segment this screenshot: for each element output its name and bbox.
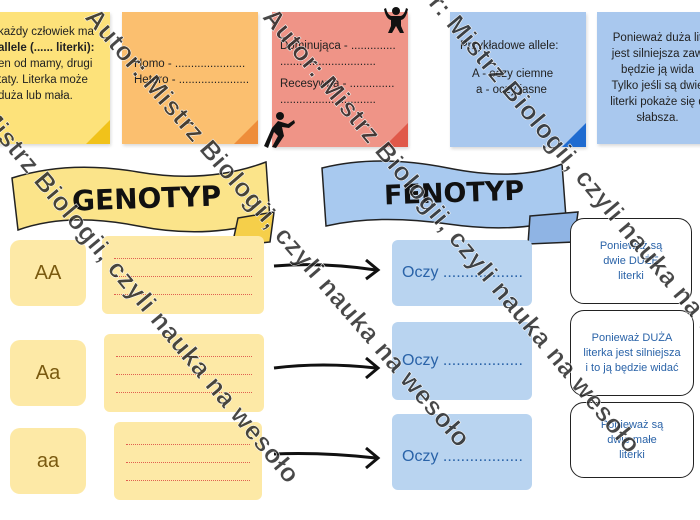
- genotype-box-aa-upper: AA: [10, 240, 86, 306]
- genotype-box-aa-lower: aa: [10, 428, 86, 494]
- note-example-alleles: Przykładowe allele: A - oczy ciemne a - …: [450, 12, 586, 147]
- bubble-line: dwie małe: [607, 433, 657, 446]
- bubble-line: dwie DUŻE: [603, 254, 659, 267]
- explanation-line: będzie ją wida: [621, 64, 694, 76]
- allele-recessive: a - oczy jasne: [476, 84, 547, 96]
- allele-dominant: A - oczy ciemne: [472, 68, 554, 80]
- arrow-right-icon: [273, 356, 381, 380]
- phenotype-box: Oczy ..................: [392, 414, 532, 490]
- answer-line: [126, 462, 250, 463]
- answer-line: [116, 392, 252, 393]
- phenotype-box: Oczy ..................: [392, 322, 532, 400]
- dominant-line: Dominująca - ..............: [280, 40, 396, 52]
- bubble-line: i to ją będzie widać: [585, 361, 679, 374]
- note-dominant-recessive: Dominująca - .............. ............…: [272, 12, 408, 147]
- bubble-line: Ponieważ są: [600, 418, 664, 431]
- phenotype-text: Oczy ..................: [402, 448, 523, 465]
- strongman-icon: [384, 7, 408, 33]
- dots-line: ..............................: [280, 56, 376, 68]
- explanation-line: słabsza.: [636, 112, 679, 124]
- arrow-right-icon: [273, 258, 381, 281]
- speech-bubble: Ponieważ DUŻA literka jest silniejsza i …: [570, 310, 694, 396]
- homo-line: Homo - ......................: [134, 58, 246, 70]
- genotype-box-aa-mixed: Aa: [10, 340, 86, 406]
- genotype-answer-box: [104, 334, 264, 412]
- pushing-man-icon: [264, 112, 295, 148]
- note-fold: [234, 120, 258, 144]
- note-fold: [86, 120, 110, 144]
- bubble-line: literki: [618, 269, 644, 282]
- speech-bubble: Ponieważ są dwie małe literki: [570, 402, 694, 478]
- dots-line: ..............................: [280, 94, 376, 106]
- answer-line: [114, 276, 252, 277]
- note-alleles: każdy człowiek ma allele (...... literki…: [0, 12, 110, 144]
- genotyp-title: GENOTYP: [71, 179, 222, 218]
- note-alleles-line: allele (...... literki):: [0, 42, 95, 54]
- answer-line: [126, 444, 250, 445]
- speech-bubble: Ponieważ są dwie DUŻE literki: [570, 218, 692, 304]
- example-header: Przykładowe allele:: [460, 40, 559, 52]
- explanation-line: Tylko jeśli są dwie: [611, 80, 700, 92]
- fenotyp-banner: [321, 160, 579, 245]
- note-explanation: Ponieważ duża lit jest silniejsza zaw bę…: [597, 12, 700, 144]
- arrow-right-icon: [273, 446, 381, 470]
- note-fold: [562, 123, 586, 147]
- phenotype-text: Oczy ..................: [402, 352, 523, 369]
- answer-line: [114, 294, 252, 295]
- bubble-line: Ponieważ DUŻA: [591, 331, 673, 344]
- bubble-line: literka jest silniejsza: [583, 346, 681, 359]
- genotype-answer-box: [114, 422, 262, 500]
- bubble-line: Ponieważ są: [599, 239, 663, 252]
- note-homo-hetero: Homo - ...................... Hetero - .…: [122, 12, 258, 144]
- explanation-line: jest silniejsza zaw: [611, 48, 700, 60]
- note-alleles-line: duża lub mała.: [0, 90, 73, 102]
- note-alleles-line: en od mamy, drugi: [0, 58, 93, 70]
- answer-line: [116, 356, 252, 357]
- note-fold: [384, 123, 408, 147]
- genotype-answer-box: [102, 236, 264, 314]
- note-alleles-line: taty. Literka może: [0, 74, 88, 86]
- phenotype-text: Oczy ..................: [402, 264, 523, 281]
- hetero-line: Hetero - ......................: [134, 74, 250, 86]
- explanation-line: literki pokaże się d: [610, 96, 700, 108]
- answer-line: [114, 258, 252, 259]
- answer-line: [116, 374, 252, 375]
- answer-line: [126, 480, 250, 481]
- bubble-line: literki: [619, 448, 645, 461]
- phenotype-box: Oczy ..................: [392, 240, 532, 306]
- note-alleles-line: każdy człowiek ma: [0, 26, 94, 38]
- recessive-line: Recesywna - ..............: [280, 78, 395, 90]
- explanation-line: Ponieważ duża lit: [612, 32, 700, 44]
